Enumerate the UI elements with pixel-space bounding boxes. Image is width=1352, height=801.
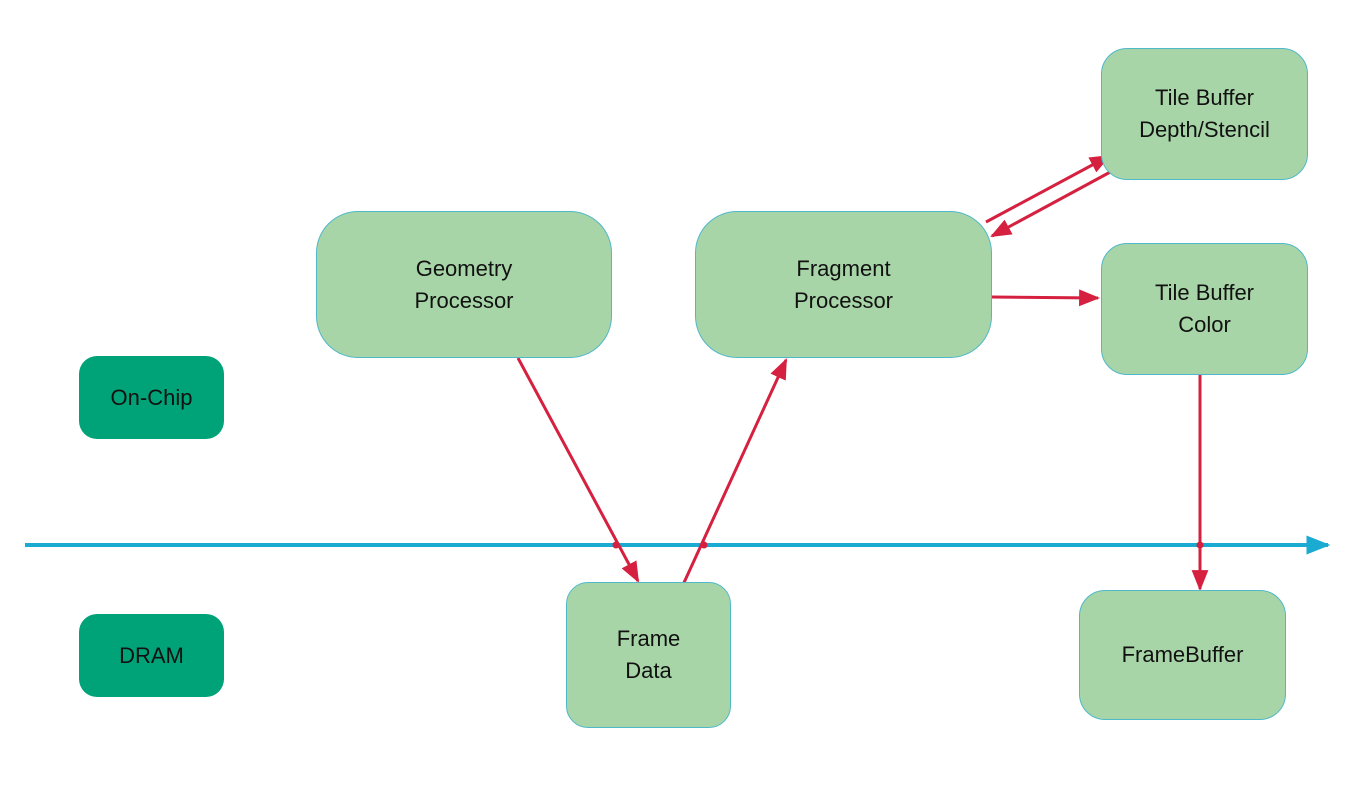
dram-region-label: DRAM bbox=[79, 614, 224, 697]
node-label: Fragment bbox=[796, 255, 891, 281]
node-label: Processor bbox=[793, 287, 894, 313]
tile-buffer-depth-stencil-node: Tile Buffer Depth/Stencil bbox=[1101, 48, 1308, 180]
node-label: Tile Buffer bbox=[1154, 280, 1255, 305]
geometry-processor-node: Geometry Processor bbox=[316, 211, 612, 358]
tile-buffer-color-node: Tile Buffer Color bbox=[1101, 243, 1308, 375]
region-label: DRAM bbox=[119, 642, 184, 668]
on-chip-region-label: On-Chip bbox=[79, 356, 224, 439]
region-label: On-Chip bbox=[110, 384, 193, 410]
node-label: Processor bbox=[414, 287, 514, 313]
edge-tile-depth-to-fragment bbox=[990, 168, 1115, 238]
node-label: Geometry bbox=[415, 255, 513, 281]
frame-data-node: Frame Data bbox=[566, 582, 731, 728]
crossing-dot bbox=[700, 541, 708, 549]
crossing-dot bbox=[1196, 541, 1204, 549]
node-label: Frame bbox=[616, 626, 681, 651]
crossing-dot bbox=[612, 541, 620, 549]
node-label: Data bbox=[625, 658, 672, 683]
edge-fragment-to-tile-color bbox=[991, 289, 1101, 307]
framebuffer-node: FrameBuffer bbox=[1079, 590, 1286, 720]
edge-fragment-to-tile-depth bbox=[985, 154, 1111, 224]
node-label: FrameBuffer bbox=[1121, 642, 1244, 667]
edge-geometry-to-frame-data bbox=[516, 357, 640, 583]
node-label: Tile Buffer bbox=[1154, 85, 1255, 110]
fragment-processor-node: Fragment Processor bbox=[695, 211, 992, 358]
node-label: Color bbox=[1178, 312, 1231, 337]
node-label: Depth/Stencil bbox=[1139, 117, 1270, 142]
edge-frame-data-to-fragment bbox=[680, 358, 788, 588]
